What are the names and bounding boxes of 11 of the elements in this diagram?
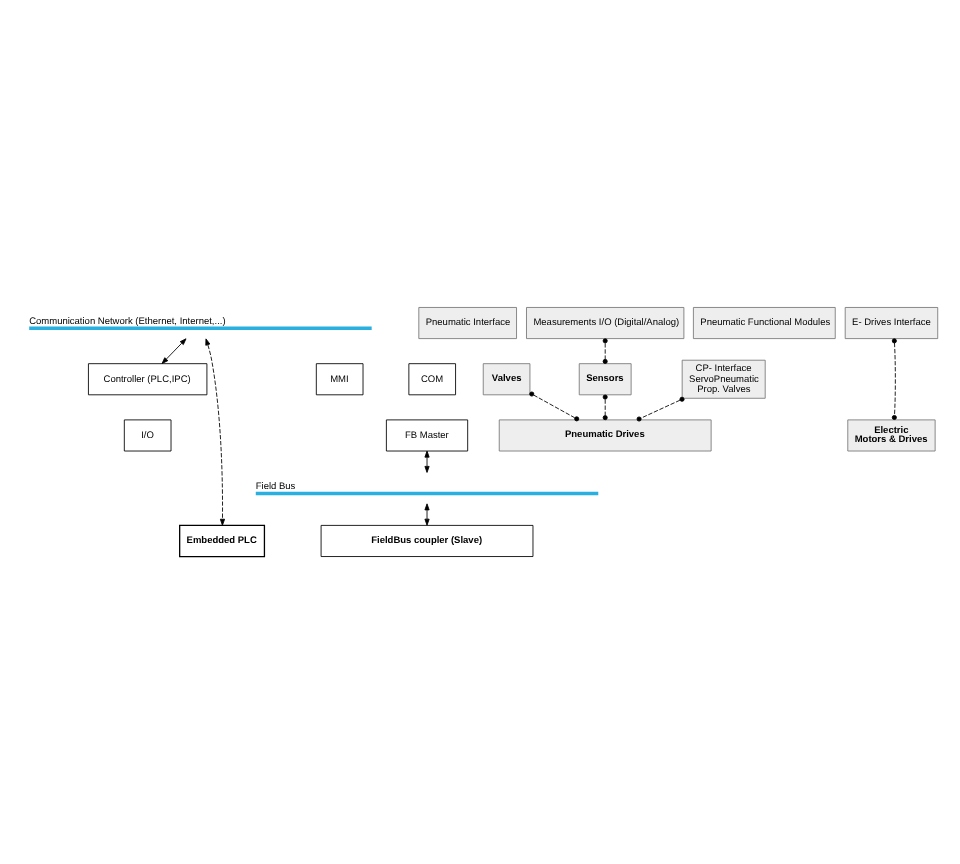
- arrow: [424, 503, 430, 526]
- node-box: [255, 491, 599, 496]
- arrow: [424, 450, 430, 473]
- arrow: [205, 338, 226, 526]
- connector: [891, 338, 897, 420]
- connector: [602, 338, 608, 364]
- connector: [529, 391, 580, 422]
- node-box: [29, 326, 372, 330]
- connector: [602, 394, 608, 421]
- arrow: [161, 338, 187, 364]
- connector: [636, 396, 685, 422]
